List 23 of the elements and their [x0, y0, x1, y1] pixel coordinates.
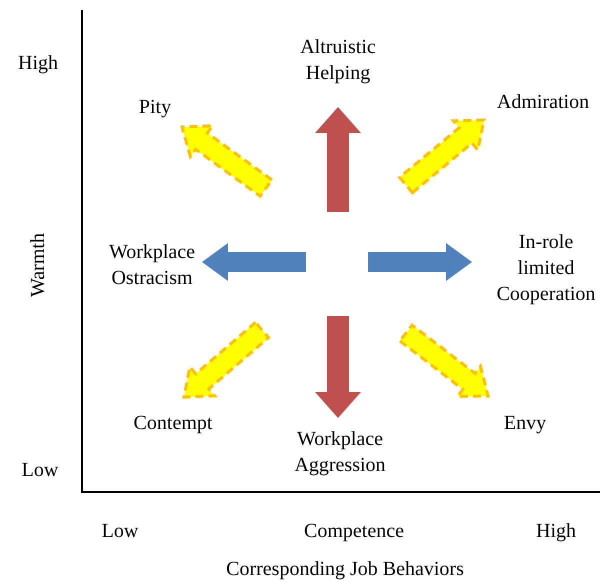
behavior-label: In-role limited Cooperation — [494, 229, 598, 307]
axis-label: Low — [102, 519, 138, 543]
block-arrow — [398, 323, 490, 398]
block-arrow — [397, 118, 486, 195]
block-arrow — [180, 124, 274, 198]
axis-title: Warmth — [26, 233, 50, 297]
axis-label: High — [18, 51, 58, 75]
block-arrow — [182, 320, 271, 399]
behavior-label: Pity — [125, 94, 185, 120]
behavior-label: Workplace Ostracism — [92, 239, 212, 291]
block-arrow — [315, 316, 361, 418]
behavior-label: Contempt — [118, 410, 228, 436]
block-arrow — [368, 243, 472, 281]
axis-label: Corresponding Job Behaviors — [226, 557, 464, 581]
block-arrow — [202, 243, 306, 281]
behavior-label: Envy — [495, 410, 555, 436]
block-arrow — [315, 107, 361, 212]
axis-label: High — [536, 519, 576, 543]
behavior-label: Workplace Aggression — [270, 426, 410, 478]
axis-label: Competence — [304, 519, 404, 543]
axis-label: Low — [22, 458, 58, 482]
behavior-label: Admiration — [483, 89, 603, 115]
behavior-label: Altruistic Helping — [278, 34, 398, 86]
